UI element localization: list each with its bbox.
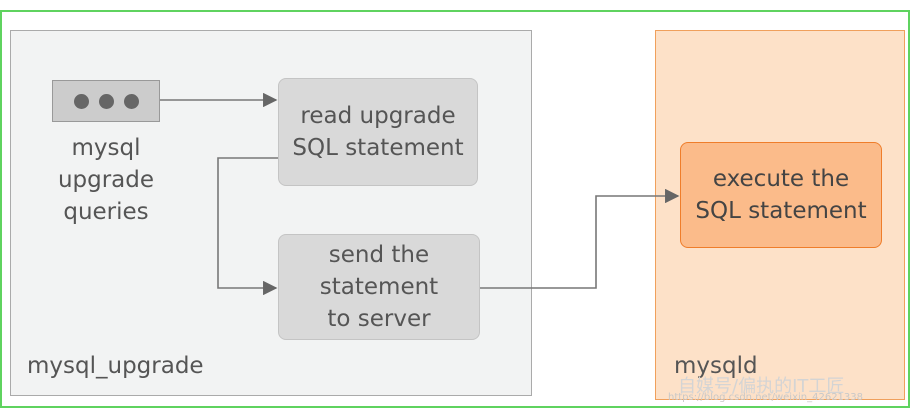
ellipsis-icon [52, 80, 160, 122]
mysqld-label: mysqld [674, 353, 758, 379]
source-caption: mysql upgrade queries [57, 135, 155, 225]
dot [123, 93, 139, 109]
dot [73, 93, 89, 109]
read-statement-text: read upgrade SQL statement [292, 103, 464, 161]
watermark-url: https://blog.csdn.net/weixin_42621338 [668, 392, 864, 403]
read-statement-box: read upgrade SQL statement [278, 78, 478, 186]
watermark-author: 自媒号/偏执的IT工匠 [678, 376, 845, 397]
execute-statement-text: execute the SQL statement [695, 166, 867, 224]
send-statement-text: send the statement to server [319, 242, 439, 332]
arrow-read-to-send [217, 157, 278, 296]
dot [98, 93, 114, 109]
arrow-send-to-execute [480, 188, 680, 289]
execute-statement-box: execute the SQL statement [680, 142, 882, 248]
send-statement-box: send the statement to server [278, 234, 480, 340]
mysql-upgrade-label: mysql_upgrade [27, 353, 204, 379]
